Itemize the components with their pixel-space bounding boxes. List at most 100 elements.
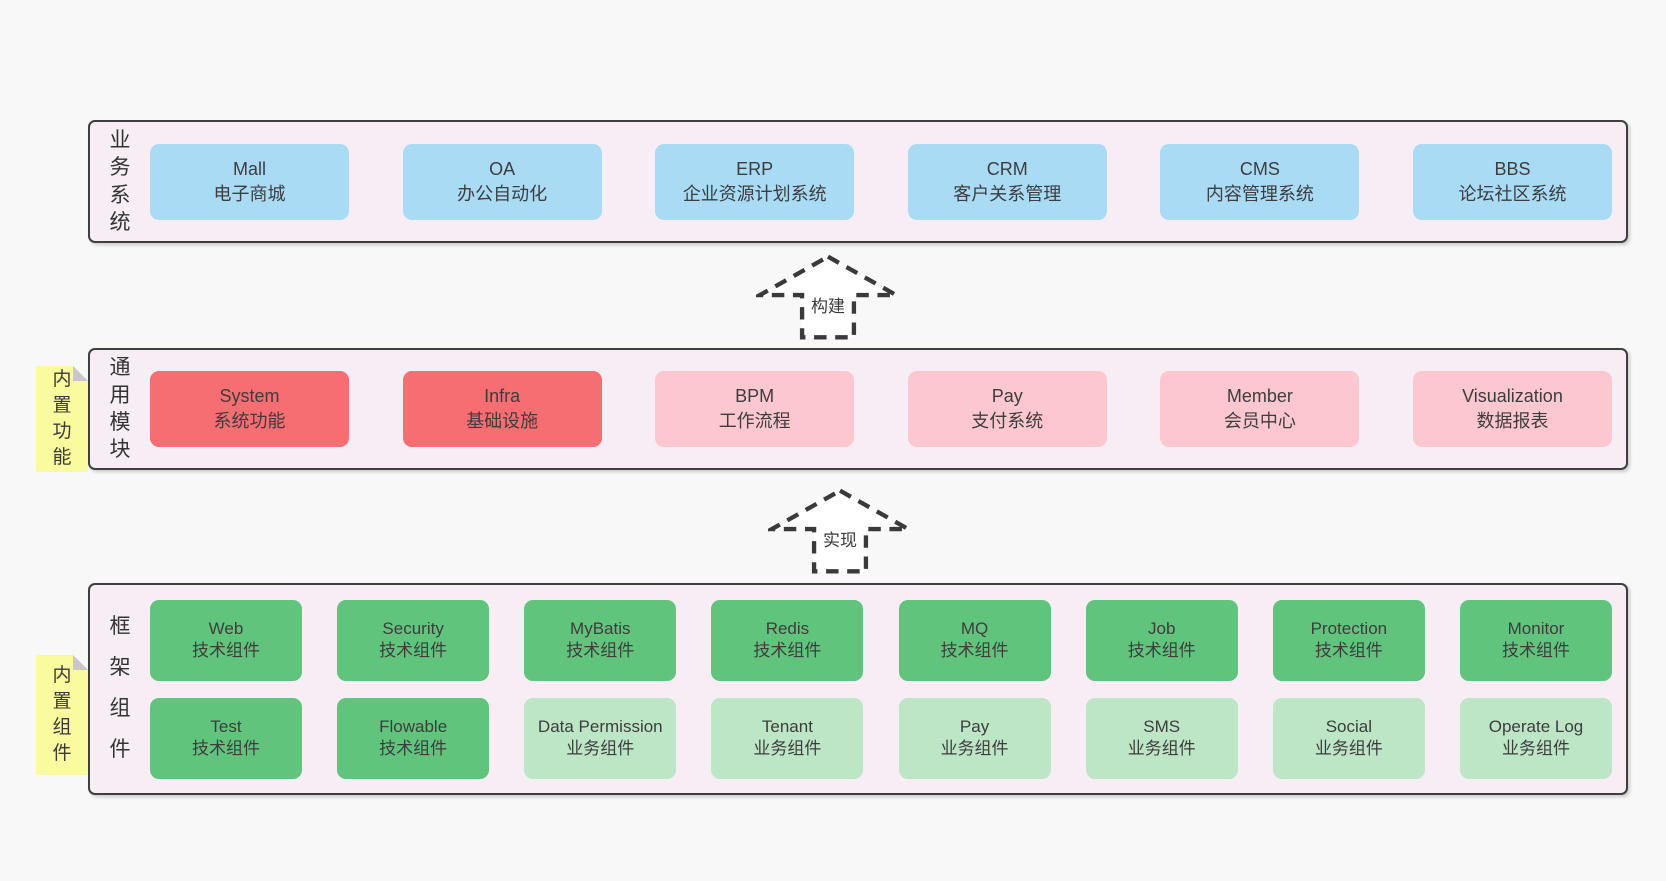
component-name-zh: 基础设施 bbox=[466, 411, 539, 431]
component-name-en: Monitor bbox=[1507, 618, 1565, 638]
component-name-en: System bbox=[219, 386, 280, 407]
component-name-en: Social bbox=[1325, 716, 1372, 736]
component-name-en: MyBatis bbox=[570, 618, 631, 638]
component-name-zh: 技术组件 bbox=[379, 641, 448, 660]
component-name-zh: 业务组件 bbox=[566, 739, 635, 758]
section-vertical-label: 通 用 模 块 bbox=[109, 356, 131, 462]
component-name-en: CMS bbox=[1239, 158, 1280, 179]
component-name-zh: 技术组件 bbox=[192, 739, 260, 758]
component-box-bpm: BPM 工作流程 bbox=[655, 371, 855, 447]
component-name-zh: 支付系统 bbox=[971, 411, 1044, 431]
component-name-zh: 论坛社区系统 bbox=[1458, 183, 1567, 204]
component-name-zh: 会员中心 bbox=[1223, 411, 1296, 431]
component-name-en: CRM bbox=[986, 158, 1028, 179]
component-name-en: Data Permission bbox=[537, 716, 663, 736]
component-box-bbs: BBS 论坛社区系统 bbox=[1412, 143, 1612, 220]
component-name-zh: 技术组件 bbox=[940, 641, 1009, 660]
component-name-zh: 技术组件 bbox=[379, 739, 448, 758]
component-name-en: Operate Log bbox=[1488, 716, 1584, 736]
component-box-monitor: Monitor 技术组件 bbox=[1459, 599, 1612, 681]
build-arrow: 构建 bbox=[756, 252, 900, 342]
component-name-zh: 业务组件 bbox=[1314, 739, 1383, 758]
component-name-en: SMS bbox=[1143, 716, 1181, 736]
component-box-system: System 系统功能 bbox=[150, 371, 349, 447]
component-name-zh: 技术组件 bbox=[1501, 641, 1570, 660]
component-name-en: ERP bbox=[736, 158, 774, 179]
component-box-redis: Redis 技术组件 bbox=[711, 599, 864, 681]
component-box-erp: ERP 企业资源计划系统 bbox=[655, 143, 855, 220]
component-box-member: Member 会员中心 bbox=[1160, 371, 1360, 447]
component-name-zh: 电子商城 bbox=[213, 183, 286, 204]
component-name-en: Infra bbox=[484, 386, 521, 407]
section-vertical-label: 业 务 系 统 bbox=[109, 128, 131, 234]
sticky-note-paper bbox=[36, 655, 88, 775]
component-name-zh: 业务组件 bbox=[1501, 739, 1570, 758]
sticky-note-label: 内 置 组 件 bbox=[52, 664, 72, 765]
component-name-zh: 业务组件 bbox=[753, 739, 822, 758]
component-name-zh: 系统功能 bbox=[213, 411, 286, 431]
sticky-note-built-in-features: 内 置 功 能 bbox=[36, 366, 88, 472]
component-name-en: Web bbox=[208, 618, 244, 638]
component-name-zh: 办公自动化 bbox=[457, 183, 548, 204]
component-name-zh: 客户关系管理 bbox=[953, 183, 1062, 204]
component-box-sms: SMS 业务组件 bbox=[1085, 697, 1238, 779]
component-name-en: Pay bbox=[959, 716, 990, 736]
component-name-en: Protection bbox=[1310, 618, 1388, 638]
component-name-en: Test bbox=[210, 716, 242, 736]
component-box-operate-log: Operate Log 业务组件 bbox=[1459, 697, 1612, 779]
implement-arrow-label: 实现 bbox=[820, 526, 860, 551]
component-name-zh: 技术组件 bbox=[1314, 641, 1383, 660]
component-name-en: Flowable bbox=[379, 716, 448, 736]
section-vertical-label: 框 架 组 件 bbox=[109, 615, 131, 761]
component-box-protection: Protection 技术组件 bbox=[1272, 599, 1425, 681]
component-box-mq: MQ 技术组件 bbox=[898, 599, 1051, 681]
implement-arrow: 实现 bbox=[768, 486, 912, 576]
component-name-en: Job bbox=[1147, 618, 1176, 638]
component-name-en: Mall bbox=[232, 158, 266, 179]
component-name-en: Security bbox=[382, 618, 444, 638]
component-name-en: BBS bbox=[1494, 158, 1531, 179]
component-name-en: OA bbox=[489, 158, 516, 179]
component-box-web: Web 技术组件 bbox=[150, 599, 302, 681]
component-name-zh: 业务组件 bbox=[940, 739, 1009, 758]
section-business-systems: 业 务 系 统 Mall 电子商城 OA 办公自动化 ERP 企业资源计划系统 CRM 客户关… bbox=[88, 120, 1628, 243]
component-name-en: MQ bbox=[960, 618, 989, 638]
sticky-note-paper bbox=[36, 366, 88, 472]
sticky-note-label: 内 置 功 能 bbox=[52, 368, 72, 469]
component-name-en: Redis bbox=[765, 618, 810, 638]
component-box-flowable: Flowable 技术组件 bbox=[337, 697, 490, 779]
sticky-note-built-in-components: 内 置 组 件 bbox=[36, 655, 88, 775]
component-box-job: Job 技术组件 bbox=[1085, 599, 1238, 681]
component-box-infra: Infra 基础设施 bbox=[402, 371, 602, 447]
component-name-zh: 工作流程 bbox=[718, 411, 791, 431]
sticky-note-fold-corner bbox=[73, 655, 88, 670]
component-box-oa: OA 办公自动化 bbox=[402, 143, 602, 220]
component-box-security: Security 技术组件 bbox=[337, 599, 490, 681]
build-arrow-label: 构建 bbox=[808, 292, 848, 317]
component-box-data-permission: Data Permission 业务组件 bbox=[524, 697, 677, 779]
component-name-zh: 技术组件 bbox=[192, 641, 260, 660]
sticky-note-fold-corner bbox=[73, 366, 88, 381]
component-box-mall: Mall 电子商城 bbox=[150, 143, 349, 220]
component-name-zh: 技术组件 bbox=[753, 641, 822, 660]
component-name-en: BPM bbox=[735, 386, 775, 407]
component-name-zh: 业务组件 bbox=[1127, 739, 1196, 758]
component-name-en: Member bbox=[1226, 386, 1293, 407]
component-box-crm: CRM 客户关系管理 bbox=[907, 143, 1107, 220]
component-name-zh: 技术组件 bbox=[1127, 641, 1196, 660]
component-name-zh: 企业资源计划系统 bbox=[682, 183, 827, 204]
component-box-social: Social 业务组件 bbox=[1272, 697, 1425, 779]
